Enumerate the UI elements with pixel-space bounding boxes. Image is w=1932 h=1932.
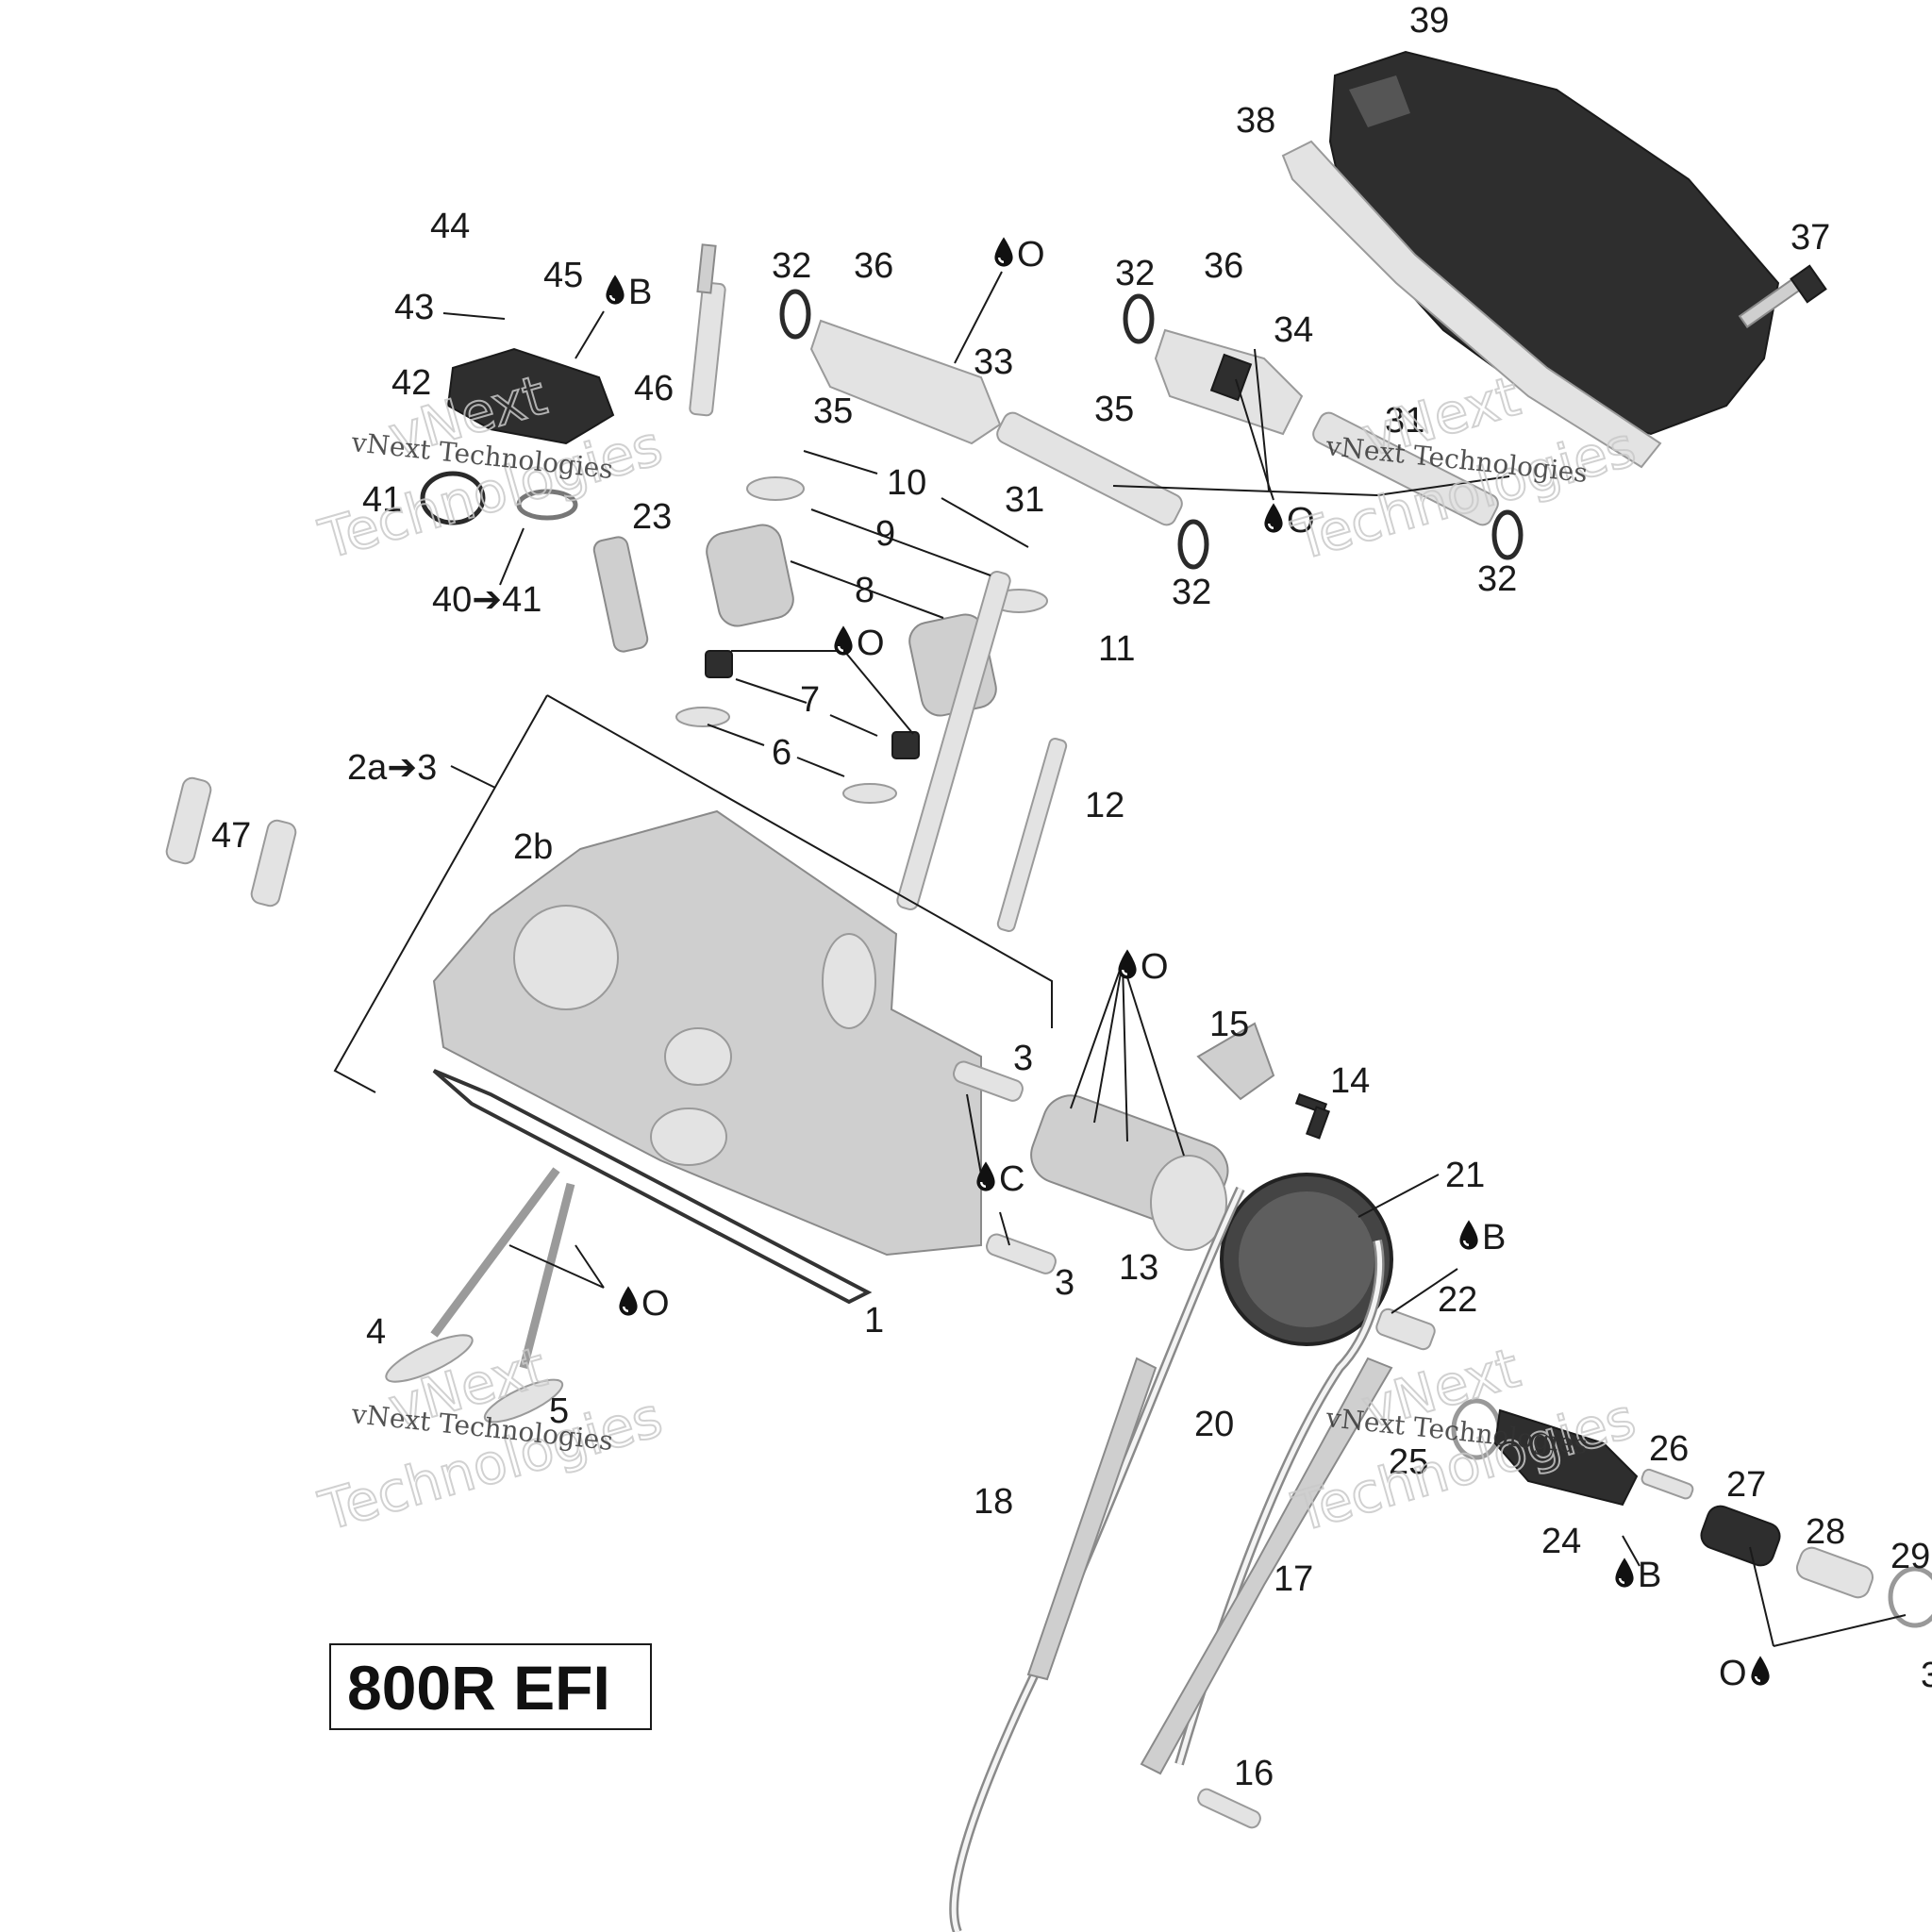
chain-guides <box>1026 1357 1393 1775</box>
callout-17: 17 <box>1274 1559 1313 1599</box>
callout-40-41: 40➔41 <box>432 580 541 620</box>
callout-5: 5 <box>549 1391 569 1431</box>
svg-text:O: O <box>857 624 885 663</box>
model-label: 800R EFI <box>329 1643 652 1730</box>
callout-18: 18 <box>974 1482 1013 1522</box>
callout-7: 7 <box>800 680 820 720</box>
callout-16: 16 <box>1234 1754 1274 1793</box>
thermostat-housing <box>420 347 615 525</box>
callout-42: 42 <box>391 363 431 403</box>
callout-28: 28 <box>1806 1512 1845 1552</box>
callout-26: 26 <box>1649 1429 1689 1469</box>
callout-45: 45 <box>543 256 583 295</box>
callout-3-b: 3 <box>1055 1263 1074 1303</box>
head-gasket <box>432 1069 873 1305</box>
callout-29: 29 <box>1890 1537 1930 1576</box>
svg-text:O: O <box>1287 501 1315 541</box>
callout-2a-3: 2a➔3 <box>347 748 437 788</box>
callout-41: 41 <box>362 480 402 520</box>
callout-11: 11 <box>1098 629 1135 669</box>
callout-8: 8 <box>855 571 874 610</box>
callout-38: 38 <box>1236 101 1275 141</box>
callout-43: 43 <box>394 288 434 327</box>
dowels <box>953 1060 1057 1274</box>
cam-sprocket <box>1220 1173 1393 1346</box>
callout-31-b: 31 <box>1385 401 1424 441</box>
camshaft <box>1030 1094 1229 1251</box>
callout-35-b: 35 <box>1094 390 1134 429</box>
callout-47: 47 <box>211 816 251 856</box>
o-rings <box>779 289 1524 570</box>
callout-30: 3 <box>1921 1656 1932 1695</box>
callout-14: 14 <box>1330 1061 1370 1101</box>
callout-25: 25 <box>1389 1442 1428 1482</box>
callout-4: 4 <box>366 1312 386 1352</box>
callout-32-a: 32 <box>772 246 811 286</box>
callout-35-a: 35 <box>813 391 853 431</box>
callout-24: 24 <box>1541 1522 1581 1561</box>
callout-32-d: 32 <box>1477 559 1517 599</box>
callout-46: 46 <box>634 369 674 408</box>
valves <box>385 1167 575 1424</box>
lubricant-symbols: B O O O O C O B B O <box>605 235 1771 1693</box>
callout-12: 12 <box>1085 786 1124 825</box>
callout-39: 39 <box>1409 1 1449 41</box>
callout-32-b: 32 <box>1115 254 1155 293</box>
leader-lines <box>333 271 1907 1647</box>
guide-bolt <box>1197 1788 1261 1829</box>
spark-plug <box>689 243 726 417</box>
callout-27: 27 <box>1726 1465 1766 1505</box>
sprocket-bolt <box>1375 1307 1436 1351</box>
cylinder-head <box>432 809 982 1257</box>
callout-34: 34 <box>1274 310 1313 350</box>
cam-retainer-plate <box>1196 1022 1330 1140</box>
callout-23: 23 <box>632 497 672 537</box>
callout-44: 44 <box>430 207 470 246</box>
svg-text:B: B <box>628 273 652 312</box>
temperature-sensor <box>592 536 649 653</box>
callout-21: 21 <box>1445 1156 1485 1195</box>
callout-3-a: 3 <box>1013 1039 1033 1078</box>
callout-6: 6 <box>772 733 791 773</box>
head-bolts <box>896 571 1068 932</box>
dowel-pins <box>165 776 297 908</box>
callout-1: 1 <box>864 1301 884 1341</box>
svg-text:O: O <box>641 1284 670 1324</box>
callout-2b: 2b <box>513 827 553 867</box>
svg-text:800R EFI: 800R EFI <box>347 1653 610 1723</box>
svg-text:O: O <box>1719 1654 1747 1693</box>
svg-text:B: B <box>1482 1218 1506 1257</box>
rocker-arms <box>809 319 1304 445</box>
callout-labels: 44 43 45 42 46 41 40➔41 23 32 36 33 35 1… <box>211 1 1932 1793</box>
callout-20: 20 <box>1194 1405 1234 1444</box>
callout-33: 33 <box>974 342 1013 382</box>
callout-36-a: 36 <box>854 246 893 286</box>
svg-text:O: O <box>1141 947 1169 987</box>
chain-tensioner <box>1451 1398 1932 1628</box>
callout-37: 37 <box>1790 218 1830 258</box>
callout-22: 22 <box>1438 1280 1477 1320</box>
callout-36-b: 36 <box>1204 246 1243 286</box>
callout-9: 9 <box>875 514 895 554</box>
callout-13: 13 <box>1119 1248 1158 1288</box>
svg-text:O: O <box>1017 235 1045 275</box>
callout-10: 10 <box>887 463 926 503</box>
svg-text:C: C <box>999 1159 1024 1199</box>
callout-31-a: 31 <box>1005 480 1044 520</box>
callout-15: 15 <box>1209 1005 1249 1044</box>
rocker-shafts <box>996 411 1499 526</box>
cover-bolt <box>1738 264 1827 328</box>
callout-32-c: 32 <box>1172 573 1211 612</box>
svg-text:B: B <box>1638 1556 1661 1595</box>
valve-cover <box>1281 50 1780 469</box>
